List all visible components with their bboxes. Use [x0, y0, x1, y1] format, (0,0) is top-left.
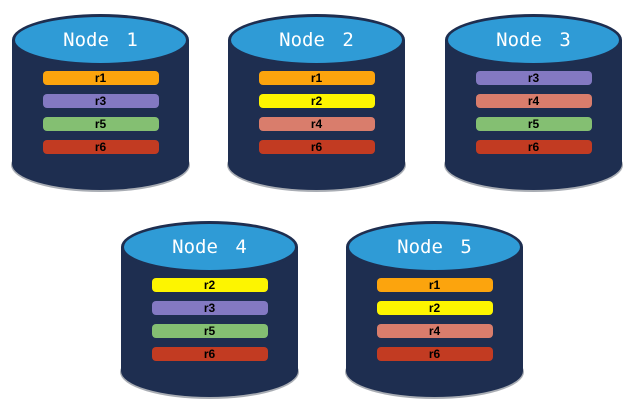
replica-bar-r2: r2 [258, 94, 375, 108]
node-title: Node 3 [496, 29, 571, 51]
replica-bar-list: r2 r3 r5 r6 [121, 278, 298, 361]
replica-label: r4 [527, 94, 540, 108]
node-title: Node 2 [279, 29, 354, 51]
node-title: Node 5 [397, 236, 472, 258]
cylinder-top-ellipse: Node 4 [121, 221, 298, 273]
replica-label: r6 [310, 140, 323, 154]
replica-label: r1 [428, 278, 441, 292]
cylinder-top-ellipse: Node 3 [445, 14, 622, 66]
replica-bar-r6: r6 [475, 140, 592, 154]
node-cylinder-3: Node 3 r3 r4 r5 r6 [445, 14, 622, 190]
replica-bar-r6: r6 [151, 347, 268, 361]
replica-bar-r6: r6 [376, 347, 493, 361]
node-cylinder-5: Node 5 r1 r2 r4 r6 [346, 221, 523, 397]
cylinder-top-ellipse: Node 2 [228, 14, 405, 66]
replica-label: r2 [310, 94, 323, 108]
replica-bar-r3: r3 [151, 301, 268, 315]
replica-bar-list: r1 r2 r4 r6 [346, 278, 523, 361]
node-title: Node 1 [63, 29, 138, 51]
replica-bar-r2: r2 [151, 278, 268, 292]
replica-label: r5 [94, 117, 107, 131]
replica-label: r3 [94, 94, 107, 108]
replica-bar-list: r3 r4 r5 r6 [445, 71, 622, 154]
replica-bar-r4: r4 [376, 324, 493, 338]
replica-label: r5 [527, 117, 540, 131]
replica-label: r2 [428, 301, 441, 315]
node-cylinder-4: Node 4 r2 r3 r5 r6 [121, 221, 298, 397]
replica-bar-r1: r1 [376, 278, 493, 292]
replica-label: r4 [310, 117, 323, 131]
node-cylinder-2: Node 2 r1 r2 r4 r6 [228, 14, 405, 190]
replica-bar-r1: r1 [42, 71, 159, 85]
replica-label: r5 [203, 324, 216, 338]
replica-bar-r3: r3 [475, 71, 592, 85]
replica-label: r6 [94, 140, 107, 154]
replica-bar-r5: r5 [475, 117, 592, 131]
replica-label: r6 [203, 347, 216, 361]
replica-bar-list: r1 r3 r5 r6 [12, 71, 189, 154]
node-cylinder-1: Node 1 r1 r3 r5 r6 [12, 14, 189, 190]
replica-bar-r1: r1 [258, 71, 375, 85]
replica-bar-list: r1 r2 r4 r6 [228, 71, 405, 154]
cylinder-top-ellipse: Node 5 [346, 221, 523, 273]
replica-label: r4 [428, 324, 441, 338]
replica-bar-r5: r5 [151, 324, 268, 338]
replica-bar-r3: r3 [42, 94, 159, 108]
cylinder-top-ellipse: Node 1 [12, 14, 189, 66]
replica-label: r3 [527, 71, 540, 85]
replica-bar-r4: r4 [258, 117, 375, 131]
replica-bar-r2: r2 [376, 301, 493, 315]
replica-bar-r6: r6 [42, 140, 159, 154]
replica-label: r1 [310, 71, 323, 85]
node-title: Node 4 [172, 236, 247, 258]
replica-label: r3 [203, 301, 216, 315]
replica-label: r6 [428, 347, 441, 361]
replica-label: r1 [94, 71, 107, 85]
replica-label: r2 [203, 278, 216, 292]
replica-bar-r4: r4 [475, 94, 592, 108]
replica-label: r6 [527, 140, 540, 154]
replica-bar-r6: r6 [258, 140, 375, 154]
replica-bar-r5: r5 [42, 117, 159, 131]
